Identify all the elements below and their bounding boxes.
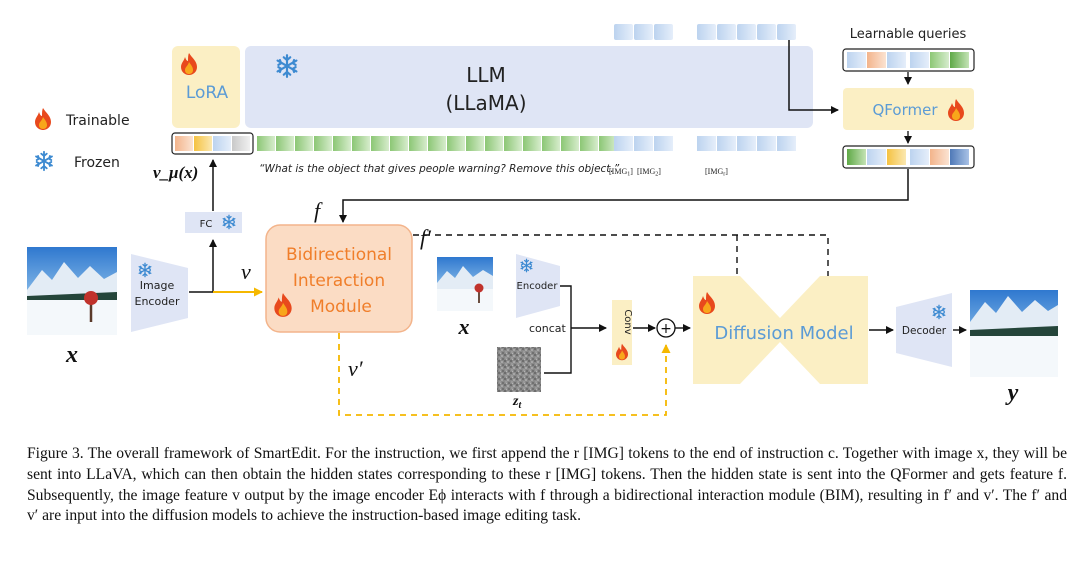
bim-line3: Module [310,297,372,317]
flame-icon [35,108,51,130]
diffusion-label: Diffusion Model [714,323,853,344]
framework-diagram: Trainable Frozen LoRA LLM (LLaMA) [27,24,1058,416]
image-encoder-line1: Image [140,279,175,292]
noise-latent [497,347,541,392]
visual-token-row [171,132,254,155]
encoder-label: Encoder [517,281,559,292]
vae-encoder-block: Encoder [516,254,560,318]
legend-frozen-label: Frozen [74,155,120,171]
vmu-label: v_μ(x) [153,163,198,182]
learnable-query-tokens [842,48,975,72]
svg-text:[IMGr]: [IMGr] [705,167,728,178]
llm-subtitle: (LLaMA) [445,91,526,115]
output-image [970,290,1058,377]
decoder-block: Decoder [896,293,952,367]
v-prime-symbol: v′ [348,356,364,381]
diffusion-model-block: Diffusion Model [693,276,868,384]
v-symbol: v [241,259,251,284]
bim-block: Bidirectional Interaction Module [265,224,413,333]
svg-text:[IMG1]: [IMG1] [609,167,633,178]
decoder-label: Decoder [902,325,947,337]
image-encoder-line2: Encoder [135,295,180,308]
lora-block: LoRA [172,46,240,128]
fc-label: FC [200,219,213,230]
legend-trainable-label: Trainable [65,113,130,129]
x-symbol: x [65,342,78,368]
image-encoder-block: Image Encoder [131,254,188,332]
lora-label: LoRA [186,83,229,103]
llm-output-tokens [614,24,796,40]
encoder-input-image [437,257,493,311]
fc-block: FC [185,212,242,233]
bim-line2: Interaction [293,271,385,291]
text-token-row [257,136,796,151]
x-symbol: x [458,314,470,339]
svg-text:[IMG2]: [IMG2] [637,167,661,178]
img-token-labels: [IMG1] [IMG2] [IMGr] [609,167,728,178]
qformer-block: QFormer [843,88,974,130]
llm-title: LLM [466,63,506,87]
f-prime-symbol: f′ [420,225,432,250]
learnable-queries-label: Learnable queries [850,27,967,42]
instruction-text: “What is the object that gives people wa… [259,163,620,175]
snowflake-icon [35,150,53,172]
f-symbol: f [314,198,323,223]
input-image [27,247,117,335]
bim-line1: Bidirectional [286,245,392,265]
qformer-label: QFormer [873,101,939,119]
conv-label: Conv [622,309,633,334]
plus-symbol: + [660,321,672,337]
zt-symbol: zt [512,394,522,411]
caption-paragraph: Figure 3. The overall framework of Smart… [27,445,1067,525]
conv-block: Conv [612,300,633,365]
legend: Trainable Frozen [35,108,130,172]
qformer-output-tokens [842,145,975,169]
figure-caption: Figure 3. The overall framework of Smart… [27,444,1067,527]
concat-label: concat [529,322,567,335]
y-symbol: y [1005,380,1019,406]
llm-block: LLM (LLaMA) [245,46,813,128]
add-operator: + [656,318,676,338]
